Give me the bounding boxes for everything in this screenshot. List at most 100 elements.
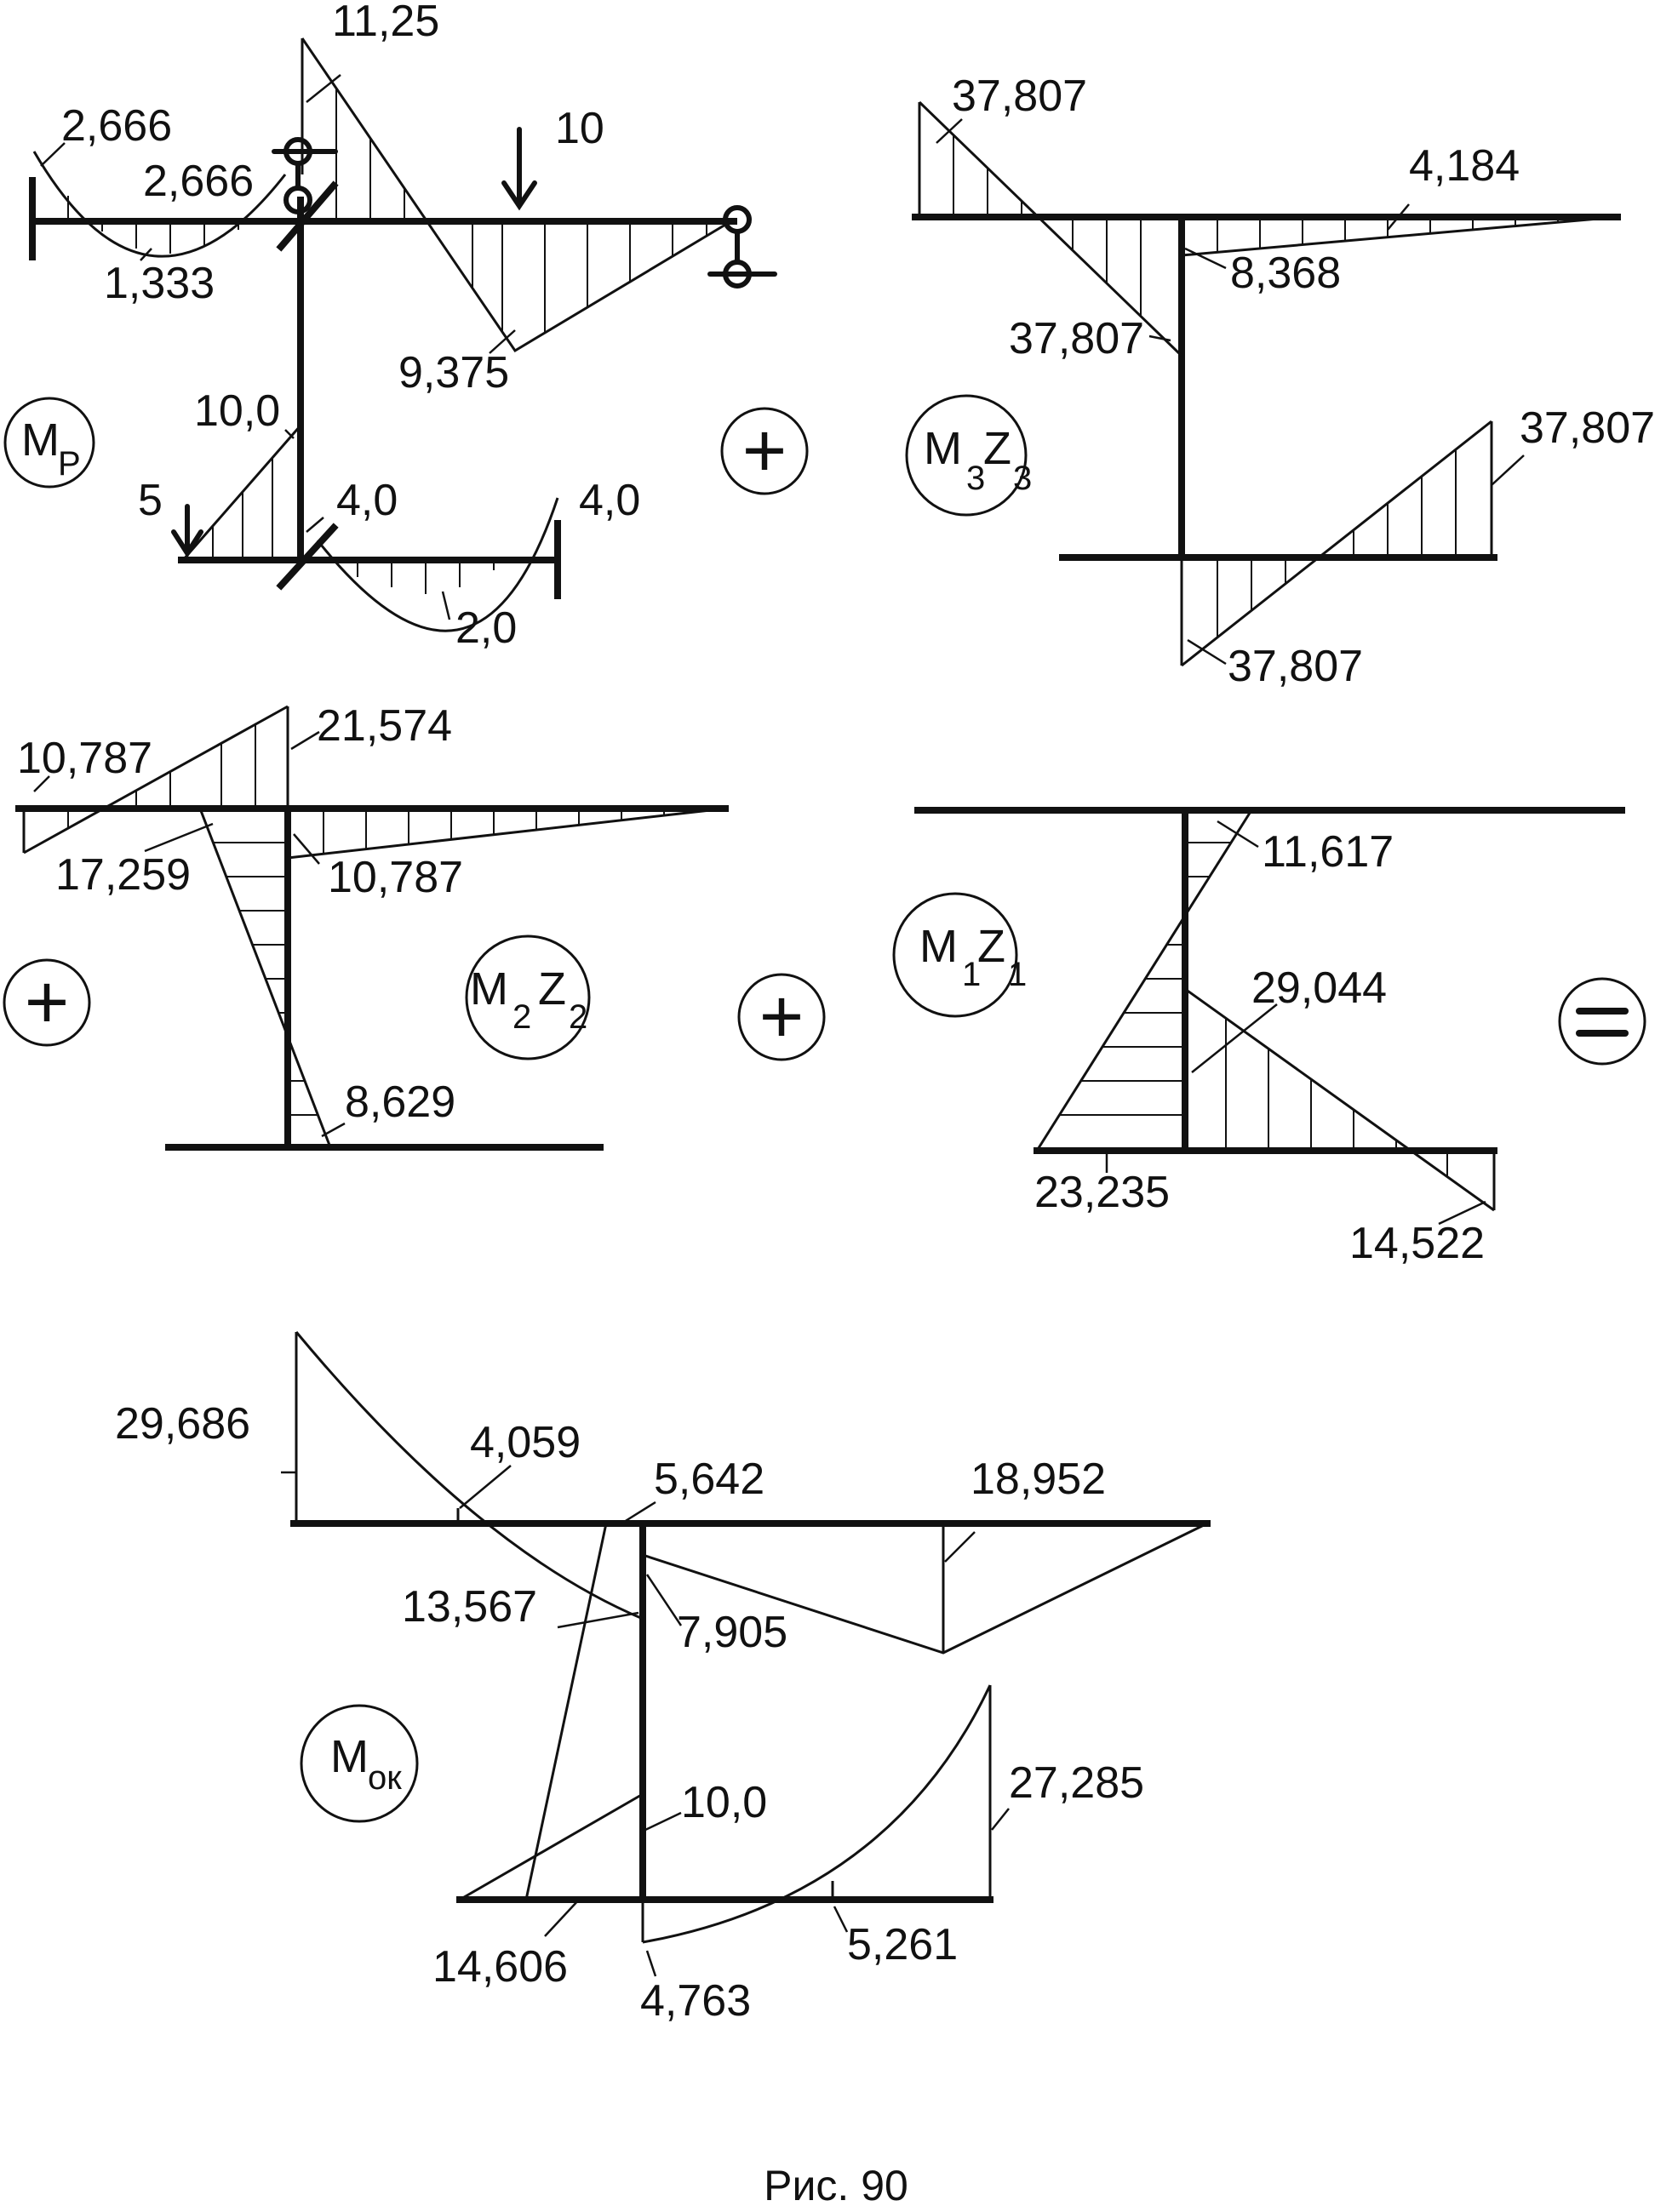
m3z3-bottom-line [1181, 420, 1492, 667]
mok-label-4-763: 4,763 [640, 1976, 751, 2026]
m3z3-right-line [1181, 215, 1618, 257]
m3z3-label-37-807-mid: 37,807 [1009, 314, 1144, 363]
m3z3-leaders [936, 118, 1525, 666]
operator-equals-symbol: = [1600, 1033, 1605, 1043]
figure-caption: Рис. 90 [764, 2162, 908, 2208]
m3z3-top-line [918, 100, 1183, 357]
m3z3-label-8-368: 8,368 [1230, 249, 1341, 298]
mok-label-18-952: 18,952 [971, 1455, 1106, 1504]
operator-plus-3: + [737, 973, 826, 1061]
operator-plus-2-symbol: + [25, 960, 70, 1045]
mok-label-29-686: 29,686 [115, 1399, 250, 1449]
mp-label-load-5: 5 [138, 476, 163, 525]
mok-name-badge: M ок [300, 1704, 419, 1823]
m1z1-label-29-044: 29,044 [1251, 963, 1387, 1013]
mok-column-line [524, 1523, 608, 1900]
m2z2-label-17-259: 17,259 [55, 850, 191, 900]
m3z3-name-m-sub: 3 [966, 460, 985, 497]
diagram-mp: 11,25 2,666 2,666 1,333 10 9,375 10,0 5 … [3, 0, 777, 653]
mp-load-arrow-bottom [171, 504, 203, 558]
mp-label-2-666-joint: 2,666 [143, 157, 254, 206]
m1z1-name-m-sub: 1 [962, 956, 981, 993]
mok-label-5-261: 5,261 [847, 1920, 958, 1969]
mp-triangle-right [301, 37, 735, 353]
m2z2-column-line [198, 808, 332, 1148]
mp-label-2-666-left: 2,666 [61, 101, 172, 151]
operator-plus-1-symbol: + [742, 409, 787, 494]
m3z3-label-37-807-top: 37,807 [952, 71, 1087, 121]
mp-parabola-bottom [316, 497, 559, 632]
mp-load-arrow-top [501, 127, 537, 211]
m2z2-label-21-574: 21,574 [317, 701, 452, 751]
mp-label-1-333: 1,333 [104, 259, 215, 308]
m2z2-label-10-787-joint: 10,787 [328, 853, 463, 902]
mp-label-11-25: 11,25 [332, 0, 439, 46]
m2z2-right-line [287, 807, 726, 860]
mp-hinge-support-top [272, 137, 338, 214]
m2z2-label-8-629: 8,629 [345, 1077, 455, 1127]
m3z3-label-4-184: 4,184 [1409, 141, 1520, 191]
m1z1-label-23-235: 23,235 [1034, 1168, 1170, 1217]
m3z3-label-37-807-bottom: 37,807 [1228, 642, 1363, 691]
diagram-mok: 29,686 4,059 5,642 18,952 13,567 7,905 1… [115, 1331, 1211, 2026]
diagram-m1z1: 11,617 29,044 23,235 14,522 M 1 Z 1 [892, 807, 1625, 1268]
m3z3-name-z-sub: 3 [1013, 460, 1032, 497]
operator-plus-1: + [720, 407, 809, 495]
mok-leaders [281, 1465, 1010, 1977]
mok-label-27-285: 27,285 [1009, 1758, 1144, 1808]
m3z3-name-m: M [924, 423, 962, 474]
mok-name: M [330, 1731, 369, 1782]
m3z3-hatching [953, 134, 1559, 637]
m2z2-label-10-787-left: 10,787 [17, 734, 152, 783]
m1z1-label-14-522: 14,522 [1349, 1219, 1485, 1268]
mok-curve-bottom [642, 1684, 992, 1944]
mp-label-4-0-right: 4,0 [579, 476, 640, 525]
mp-name-sub: P [58, 445, 81, 483]
mok-label-7-905: 7,905 [677, 1608, 787, 1657]
mp-leaders [40, 74, 516, 620]
m1z1-name-m: M [919, 921, 958, 972]
m2z2-leaders [33, 730, 346, 1138]
operator-plus-3-symbol: + [759, 975, 805, 1060]
mok-label-14-606: 14,606 [432, 1942, 568, 1992]
mp-name-badge: M P [3, 397, 95, 489]
operator-equals: = [1558, 977, 1646, 1066]
mp-parabola-left [32, 151, 287, 258]
mp-label-9-375: 9,375 [398, 348, 509, 397]
m1z1-leaders [1105, 820, 1486, 1226]
m2z2-name-z-sub: 2 [569, 998, 587, 1036]
mp-joint-slash-top [276, 180, 339, 252]
m2z2-name-badge: M 2 Z 2 [465, 935, 591, 1060]
m1z1-name-badge: M 1 Z 1 [892, 892, 1027, 1018]
mp-label-10-0: 10,0 [194, 386, 280, 436]
mok-name-sub: ок [368, 1759, 402, 1797]
mok-label-10-0: 10,0 [681, 1778, 767, 1827]
m2z2-name-z: Z [538, 963, 566, 1015]
mp-label-4-0-joint: 4,0 [336, 476, 398, 525]
m3z3-label-37-807-right: 37,807 [1520, 403, 1655, 453]
m1z1-column-line [1035, 809, 1253, 1152]
mok-curve-top [295, 1331, 644, 1620]
mp-joint-slash-bottom [276, 523, 339, 591]
mp-label-load-10: 10 [555, 104, 604, 153]
m1z1-name-z-sub: 1 [1008, 956, 1027, 993]
mp-label-2-0: 2,0 [455, 603, 517, 653]
m2z2-top-line [23, 705, 289, 855]
mok-label-5-642: 5,642 [654, 1455, 764, 1504]
m2z2-name-m-sub: 2 [512, 998, 531, 1036]
m1z1-hatching [1059, 842, 1448, 1177]
operator-plus-2: + [3, 958, 91, 1047]
diagram-m3z3: 37,807 4,184 8,368 37,807 37,807 37,807 … [905, 71, 1655, 691]
mp-hatching [67, 89, 707, 594]
m2z2-hatching [67, 724, 665, 1116]
mp-hinge-support-right [707, 205, 777, 289]
m1z1-bottom-line [1184, 987, 1495, 1212]
mok-label-13-567: 13,567 [402, 1582, 537, 1632]
m3z3-name-badge: M 3 Z 3 [905, 394, 1032, 517]
m3z3-name-z: Z [983, 423, 1011, 474]
mok-label-4-059: 4,059 [470, 1418, 581, 1467]
mp-name: M [21, 414, 60, 466]
m1z1-label-11-617: 11,617 [1262, 827, 1394, 877]
